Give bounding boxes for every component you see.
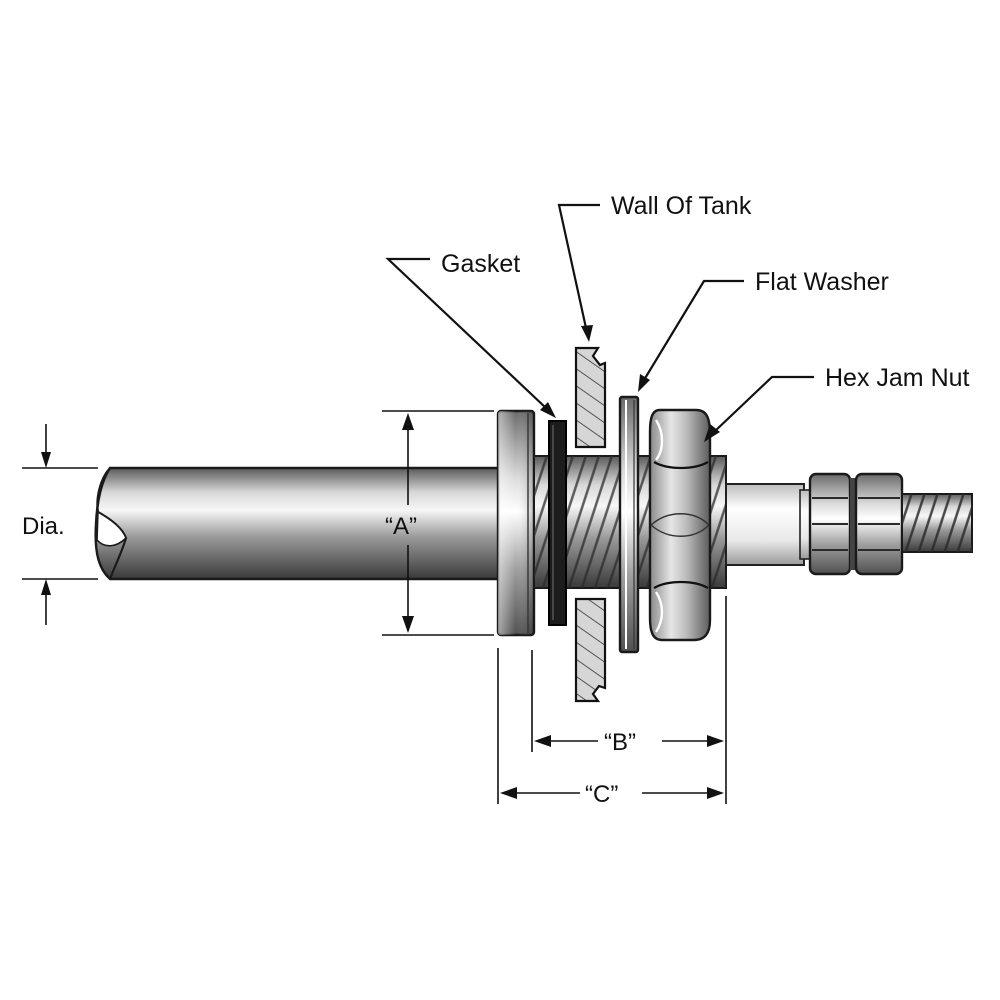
dia-label: Dia. [22,513,65,540]
wall-of-tank-callout: Wall Of Tank [557,192,752,342]
hex-jam-nut [648,408,712,642]
flat-washer-label: Flat Washer [755,268,889,296]
tank-wall [574,346,607,703]
gasket [548,420,567,626]
b-label: “B” [604,729,636,756]
hex-jam-nut-label: Hex Jam Nut [825,364,970,392]
gasket-label: Gasket [441,250,520,278]
dia-dimension: Dia. [22,424,98,625]
c-dimension: “C” [497,648,724,808]
flat-washer-callout: Flat Washer [638,268,889,392]
rod [94,466,507,581]
flange [496,409,536,637]
b-dimension: “B” [531,596,727,804]
flat-washer [618,395,640,654]
terminal-stud [808,472,973,576]
a-dimension: “A” [382,410,494,636]
gasket-callout: Gasket [385,250,556,418]
a-label: “A” [385,513,417,540]
hex-jam-nut-callout: Hex Jam Nut [704,364,970,442]
sleeve [725,483,811,566]
wall-of-tank-label: Wall Of Tank [611,192,752,220]
c-label: “C” [585,781,618,808]
